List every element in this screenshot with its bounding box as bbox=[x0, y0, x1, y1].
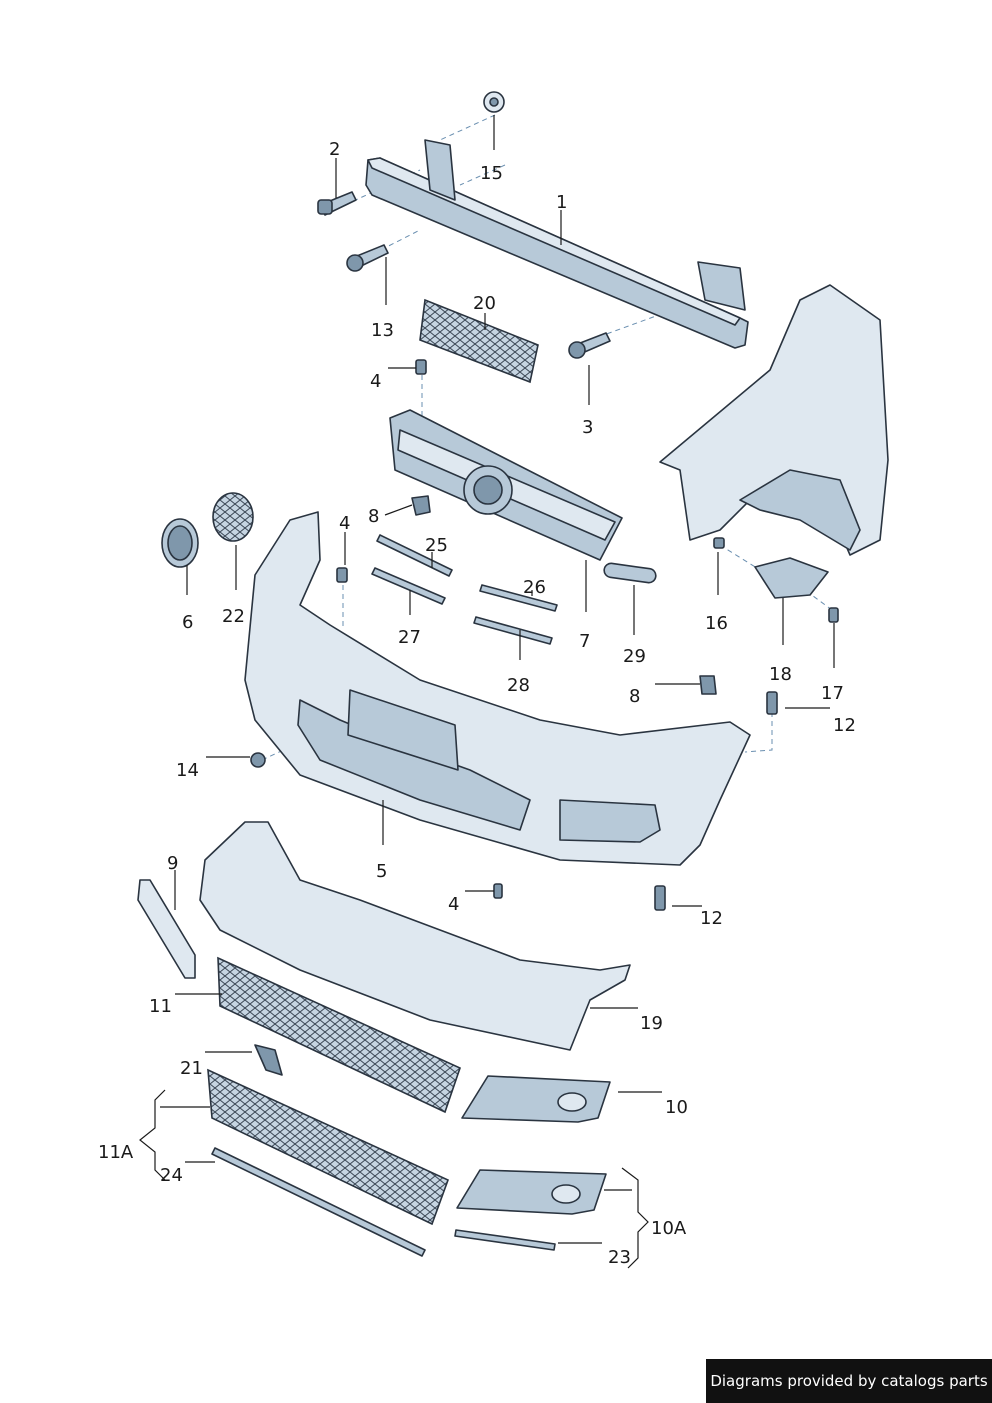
lower-grille-11A bbox=[207, 1068, 450, 1226]
fender bbox=[659, 284, 889, 556]
callout-26: 26 bbox=[523, 577, 546, 598]
small-grille bbox=[419, 298, 539, 384]
callout-10A: 10A bbox=[651, 1218, 687, 1239]
bracket-18 bbox=[754, 557, 829, 599]
screw-17 bbox=[828, 607, 839, 623]
callout-28: 28 bbox=[507, 675, 530, 696]
leader-lines bbox=[139, 115, 835, 1269]
callout-4-b: 4 bbox=[339, 513, 350, 534]
bolt-3 bbox=[568, 332, 611, 359]
bumper-cover bbox=[244, 511, 751, 866]
callout-24: 24 bbox=[160, 1165, 183, 1186]
callout-11: 11 bbox=[149, 996, 172, 1017]
upper-grille bbox=[389, 409, 623, 561]
callout-12-a: 12 bbox=[833, 715, 856, 736]
trim-strip-23 bbox=[454, 1229, 556, 1251]
callout-15: 15 bbox=[480, 163, 503, 184]
clip-16 bbox=[713, 537, 725, 549]
callout-8-a: 8 bbox=[368, 506, 379, 527]
callout-4-a: 4 bbox=[370, 371, 381, 392]
bracket-21 bbox=[254, 1044, 283, 1076]
callout-1: 1 bbox=[556, 192, 567, 213]
callout-labels: 1 2 3 4 4 4 5 6 7 8 8 9 10 10A 11 11A 12… bbox=[98, 139, 856, 1268]
screw-12-bottom bbox=[654, 885, 666, 911]
cover-9 bbox=[137, 879, 196, 979]
callout-8-b: 8 bbox=[629, 686, 640, 707]
callout-29: 29 bbox=[623, 646, 646, 667]
callout-13: 13 bbox=[371, 320, 394, 341]
footer-credit-text: Diagrams provided by catalogs parts bbox=[710, 1372, 988, 1390]
callout-20: 20 bbox=[473, 293, 496, 314]
emblem-6 bbox=[161, 518, 199, 568]
clip-8-top bbox=[411, 495, 431, 516]
trim-strip-27 bbox=[371, 567, 446, 605]
callout-23: 23 bbox=[608, 1247, 631, 1268]
screw-12-top bbox=[766, 691, 778, 715]
screw-14 bbox=[250, 752, 266, 768]
callout-19: 19 bbox=[640, 1013, 663, 1034]
callout-3: 3 bbox=[582, 417, 593, 438]
callout-22: 22 bbox=[222, 606, 245, 627]
callout-12-b: 12 bbox=[700, 908, 723, 929]
screw-4-lower bbox=[493, 883, 503, 899]
callout-27: 27 bbox=[398, 627, 421, 648]
callout-5: 5 bbox=[376, 861, 387, 882]
trim-strip-28 bbox=[473, 616, 553, 645]
callout-16: 16 bbox=[705, 613, 728, 634]
reflector-29 bbox=[603, 562, 657, 584]
footer-credit-badge: Diagrams provided by catalogs parts bbox=[706, 1359, 992, 1403]
fog-lamp-grille-10A bbox=[456, 1169, 607, 1215]
reinforcement-bar bbox=[365, 139, 749, 349]
air-guide bbox=[199, 821, 631, 1051]
callout-14: 14 bbox=[176, 760, 199, 781]
callout-21: 21 bbox=[180, 1058, 203, 1079]
callout-10: 10 bbox=[665, 1097, 688, 1118]
callout-11A: 11A bbox=[98, 1142, 134, 1163]
callout-2: 2 bbox=[329, 139, 340, 160]
bolt-13 bbox=[346, 244, 389, 272]
screw-4-mid bbox=[336, 567, 348, 583]
bolt-2 bbox=[317, 191, 357, 216]
callout-18: 18 bbox=[769, 664, 792, 685]
callout-25: 25 bbox=[425, 535, 448, 556]
lower-grille-11 bbox=[217, 956, 461, 1114]
clip-15 bbox=[483, 91, 505, 113]
trim-strip-24 bbox=[211, 1147, 426, 1257]
callout-4-c: 4 bbox=[448, 894, 459, 915]
trim-strip-26 bbox=[479, 584, 558, 612]
callout-9: 9 bbox=[167, 853, 178, 874]
fog-lamp-grille-10 bbox=[461, 1075, 611, 1123]
screw-4-top bbox=[415, 359, 427, 375]
callout-17: 17 bbox=[821, 683, 844, 704]
trim-strip-25 bbox=[376, 534, 453, 577]
callout-7: 7 bbox=[579, 631, 590, 652]
clip-8-right bbox=[699, 675, 717, 695]
emblem-carrier-22 bbox=[212, 492, 254, 542]
callout-6: 6 bbox=[182, 612, 193, 633]
